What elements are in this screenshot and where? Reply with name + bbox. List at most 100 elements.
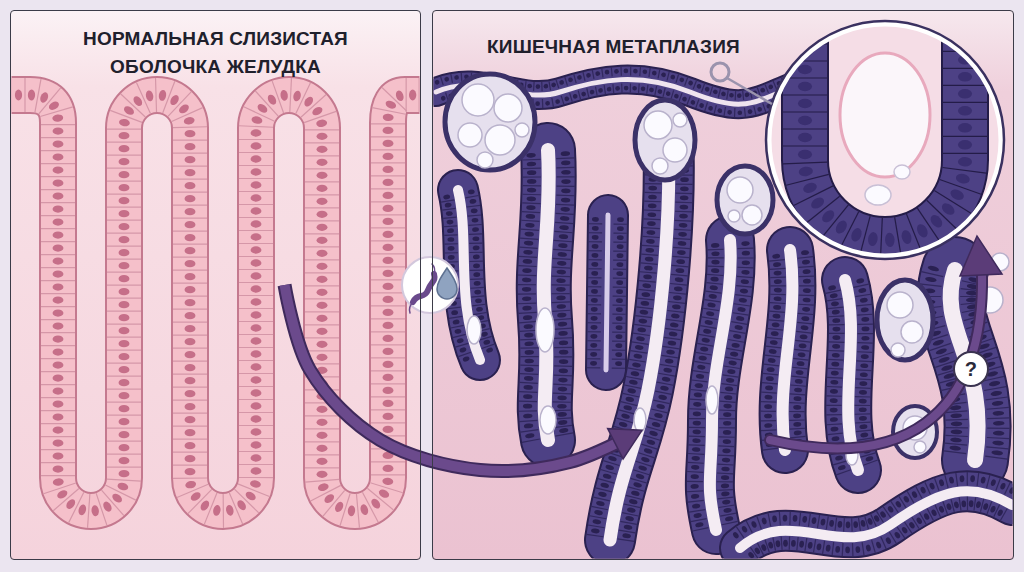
cell-wall xyxy=(520,347,538,349)
cell-nucleus xyxy=(707,302,716,308)
cell-nucleus xyxy=(589,89,595,95)
cell-nucleus xyxy=(774,271,782,276)
cell-nucleus xyxy=(691,456,700,461)
cell-nucleus xyxy=(383,218,394,225)
cell-nucleus xyxy=(323,492,336,504)
cell-wall xyxy=(602,68,603,77)
cell-wall xyxy=(588,304,601,305)
goblet-cells xyxy=(515,123,529,137)
cell-nucleus xyxy=(559,80,565,86)
cell-wall xyxy=(523,168,541,170)
cell-wall xyxy=(255,91,278,116)
cell-nucleus xyxy=(711,260,719,265)
cell-wall xyxy=(692,380,708,382)
cell-wall xyxy=(717,489,733,491)
cell-wall xyxy=(578,91,580,100)
cell-wall xyxy=(718,445,734,447)
cell-nucleus xyxy=(317,133,328,140)
cell-nucleus xyxy=(646,230,655,235)
cell-nucleus xyxy=(867,517,874,525)
cell-nucleus xyxy=(809,195,826,211)
cell-nucleus xyxy=(830,426,838,431)
cell-wall xyxy=(173,361,207,362)
cell-wall xyxy=(519,256,537,257)
cell-nucleus xyxy=(696,83,702,89)
cell-wall xyxy=(696,100,699,109)
cell-nucleus xyxy=(920,486,927,494)
cell-wall xyxy=(826,405,841,406)
cell-nucleus xyxy=(474,281,481,286)
cell-wall xyxy=(798,257,813,259)
cell-nucleus xyxy=(769,349,777,355)
cell-nucleus xyxy=(486,347,494,354)
cell-nucleus xyxy=(731,342,740,348)
cell-wall xyxy=(724,366,740,368)
cell-nucleus xyxy=(629,379,638,385)
cell-nucleus xyxy=(825,545,831,552)
cell-nucleus xyxy=(915,222,930,239)
cell-wall xyxy=(858,333,873,334)
cell-wall xyxy=(518,284,536,285)
cell-nucleus xyxy=(91,505,100,517)
cell-wall xyxy=(676,184,693,185)
cell-wall xyxy=(239,360,273,361)
cell-wall xyxy=(783,145,827,146)
cell-wall xyxy=(945,411,967,413)
cell-wall xyxy=(588,259,601,260)
cell-wall xyxy=(814,539,816,552)
cell-wall xyxy=(805,538,807,551)
cell-nucleus xyxy=(559,350,568,355)
cell-nucleus xyxy=(617,244,624,249)
cell-wall xyxy=(556,213,574,214)
cell-wall xyxy=(668,301,685,303)
cell-nucleus xyxy=(712,89,718,95)
cell-nucleus xyxy=(251,194,262,201)
cell-wall xyxy=(592,70,594,79)
cell-wall xyxy=(520,373,538,375)
cell-nucleus xyxy=(831,371,839,376)
cell-nucleus xyxy=(860,363,868,368)
cell-nucleus xyxy=(558,331,568,336)
gland-tube xyxy=(761,250,815,450)
cell-nucleus xyxy=(119,418,130,425)
gland-tube xyxy=(544,150,549,440)
cell-wall xyxy=(694,361,710,363)
cell-wall xyxy=(699,334,715,337)
progression-arrow xyxy=(770,236,1002,448)
cell-wall xyxy=(173,126,207,128)
cell-nucleus xyxy=(251,285,262,292)
cell-wall xyxy=(799,285,814,286)
cell-nucleus xyxy=(524,376,534,381)
cell-nucleus xyxy=(591,271,598,276)
cell-wall xyxy=(554,365,572,367)
cell-wall xyxy=(520,238,538,239)
cell-nucleus xyxy=(649,87,654,92)
cell-wall xyxy=(41,163,75,164)
cell-wall xyxy=(644,201,661,203)
cell-wall xyxy=(689,418,705,419)
cell-nucleus xyxy=(557,252,567,257)
cell-nucleus xyxy=(56,488,69,500)
cell-wall xyxy=(588,295,601,296)
cell-wall xyxy=(761,429,776,431)
cell-nucleus xyxy=(557,304,567,309)
cell-wall xyxy=(770,285,785,286)
cell-wall xyxy=(371,214,405,215)
cell-wall xyxy=(173,192,207,193)
cell-wall xyxy=(693,81,696,89)
cell-wall xyxy=(442,208,455,210)
gland-tube xyxy=(610,130,669,540)
cell-wall xyxy=(767,337,782,339)
cell-wall xyxy=(673,247,690,248)
cell-nucleus xyxy=(742,260,750,265)
cell-wall xyxy=(856,304,871,306)
cell-nucleus xyxy=(673,295,682,301)
cell-nucleus xyxy=(119,288,130,295)
cell-nucleus xyxy=(53,465,64,472)
cell-nucleus xyxy=(648,186,657,191)
cell-wall xyxy=(737,276,753,277)
cell-nucleus xyxy=(53,140,64,147)
cell-nucleus xyxy=(706,311,715,317)
cell-nucleus xyxy=(633,69,638,74)
